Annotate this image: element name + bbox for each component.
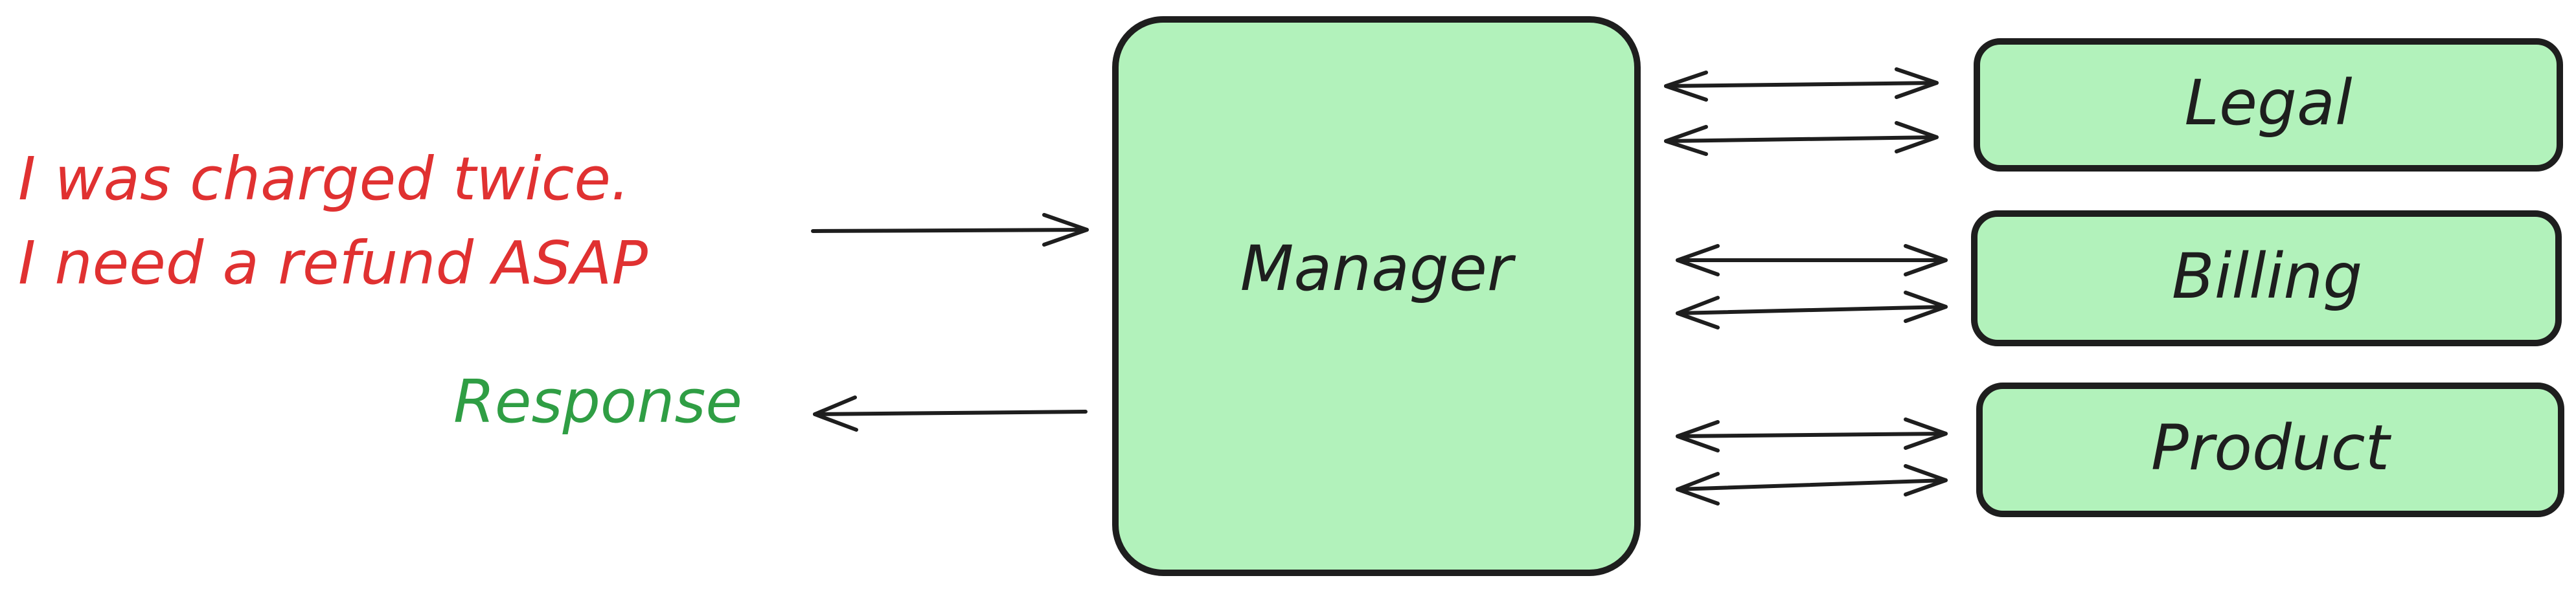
legal-label: Legal: [2185, 67, 2353, 139]
manager-legal-arrow-top: [1664, 67, 1939, 102]
billing-label: Billing: [2172, 240, 2362, 313]
manager-label: Manager: [1240, 232, 1516, 305]
manager-box: Manager: [1112, 16, 1641, 576]
response-arrow: [813, 395, 1088, 432]
request-arrow: [811, 213, 1089, 247]
request-text-line-2: I need a refund ASAP: [18, 228, 648, 298]
manager-billing-arrow-bottom: [1676, 291, 1948, 329]
billing-box: Billing: [1971, 210, 2562, 346]
response-label: Response: [453, 367, 742, 436]
manager-product-arrow-bottom: [1676, 464, 1948, 506]
manager-product-arrow-top: [1676, 417, 1948, 452]
manager-legal-arrow-bottom: [1664, 121, 1939, 156]
manager-billing-arrow-top: [1676, 244, 1948, 276]
product-label: Product: [2151, 412, 2392, 484]
request-text-line-1: I was charged twice.: [18, 144, 630, 214]
legal-box: Legal: [1974, 38, 2563, 172]
product-box: Product: [1976, 383, 2564, 517]
